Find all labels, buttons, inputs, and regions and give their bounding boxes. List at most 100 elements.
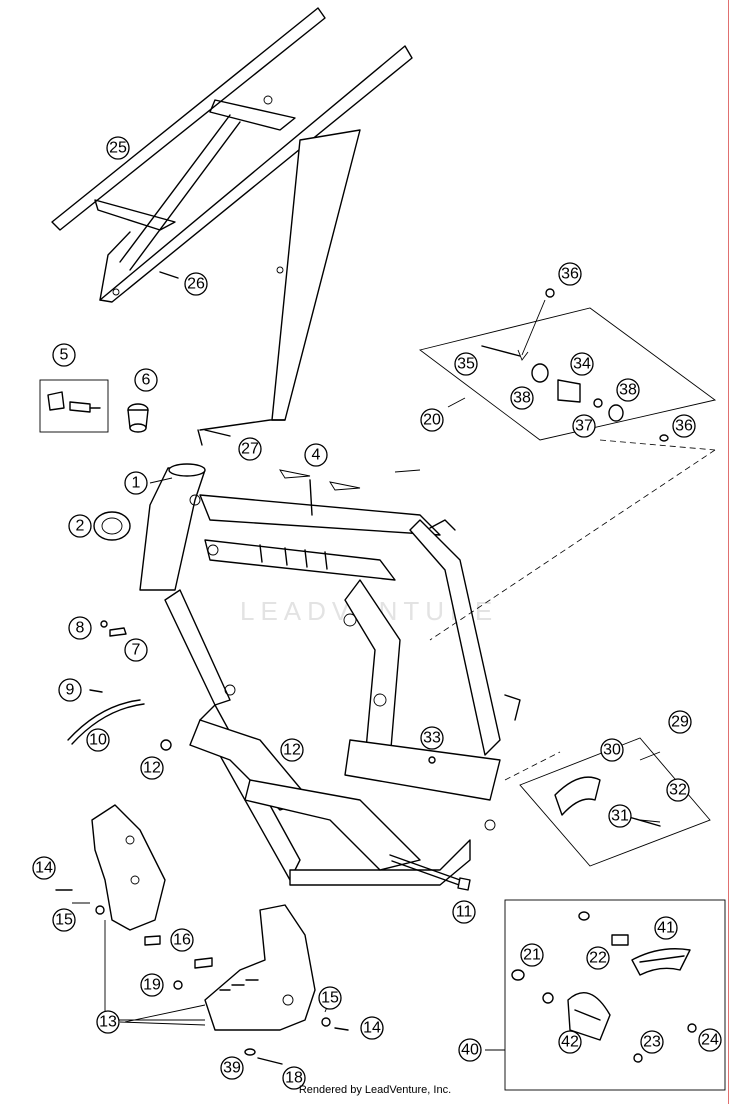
callout-34: 34 [570,352,594,376]
callout-29: 29 [668,710,692,734]
callout-42: 42 [558,1030,582,1054]
callout-8: 8 [68,616,92,640]
lock-5-part [39,379,109,433]
callout-40: 40 [458,1038,482,1062]
callout-16-label: 16 [173,932,191,949]
callout-22-label: 22 [589,950,607,967]
callout-1: 1 [124,471,148,495]
callout-1-label: 1 [132,475,141,492]
callout-7-label: 7 [132,642,141,659]
leader-20-frame [429,449,716,641]
callout-31: 31 [608,804,632,828]
guard-hardware-part [55,889,349,1065]
callout-19-label: 19 [143,977,161,994]
callout-19: 19 [140,973,164,997]
callout-40-label: 40 [461,1042,479,1059]
frame-protector-2-part [93,511,131,541]
callout-13: 13 [96,1010,120,1034]
callout-11: 11 [452,900,476,924]
callout-38-left-label: 38 [513,390,531,407]
washer-33-part [428,756,436,764]
callout-8-label: 8 [76,620,85,637]
callout-26-label: 26 [187,276,205,293]
callout-38-left: 38 [510,386,534,410]
callout-20: 20 [420,408,444,432]
callout-31-label: 31 [611,808,629,825]
callout-41-label: 41 [657,920,675,937]
callout-5-label: 5 [60,347,69,364]
decal-4-part [279,469,361,491]
long-bolt-11-part [389,854,471,891]
main-frame-part [139,463,521,886]
callout-25-label: 25 [109,140,127,157]
callout-21-label: 21 [523,947,541,964]
callout-37: 37 [572,414,596,438]
callout-15-right-label: 15 [321,990,339,1007]
callout-20-label: 20 [423,412,441,429]
callout-25: 25 [106,136,130,160]
callout-10: 10 [86,728,110,752]
callout-10-label: 10 [89,732,107,749]
frame-guard-left-part [91,804,166,931]
callout-12-center: 12 [280,738,304,762]
callout-18: 18 [282,1066,306,1090]
callout-14-left: 14 [32,856,56,880]
callout-14-right-label: 14 [363,1020,381,1037]
callout-35-label: 35 [457,356,475,373]
callout-16: 16 [170,928,194,952]
callout-12-left-label: 12 [143,760,161,777]
callout-18-label: 18 [285,1070,303,1087]
callout-21: 21 [520,943,544,967]
callout-7: 7 [124,638,148,662]
callout-42-label: 42 [561,1034,579,1051]
knob-6-part [127,403,149,433]
callout-27: 27 [238,437,262,461]
callout-26: 26 [184,272,208,296]
callout-39: 39 [220,1056,244,1080]
callout-36-top-label: 36 [561,266,579,283]
callout-23-label: 23 [643,1034,661,1051]
callout-15-left-label: 15 [55,912,73,929]
eccentric-kit-20-box [418,288,717,442]
leader-29-frame [504,751,561,781]
callout-41: 41 [654,916,678,940]
callout-33-label: 33 [423,730,441,747]
callout-34-label: 34 [573,356,591,373]
callout-24: 24 [698,1028,722,1052]
callout-12-center-label: 12 [283,742,301,759]
callout-30: 30 [600,738,624,762]
callout-24-label: 24 [701,1032,719,1049]
callout-5: 5 [52,343,76,367]
subframe-part [51,7,413,446]
callout-30-label: 30 [603,742,621,759]
callout-36-bottom-label: 36 [675,418,693,435]
callout-2-label: 2 [76,518,85,535]
leader-20-frame-b [599,439,716,451]
callout-14-right: 14 [360,1016,384,1040]
callout-32: 32 [666,778,690,802]
frame-guard-right-part [204,904,316,1031]
callout-6: 6 [134,368,158,392]
callout-29-label: 29 [671,714,689,731]
footer-credit: Rendered by LeadVenture, Inc. [298,1084,452,1096]
callout-2: 2 [68,514,92,538]
callout-4: 4 [304,443,328,467]
callout-36-bottom: 36 [672,414,696,438]
callout-33: 33 [420,726,444,750]
callout-36-top: 36 [558,262,582,286]
cable-9-10-part [67,689,145,745]
callout-13-label: 13 [99,1014,117,1031]
callout-22: 22 [586,946,610,970]
callout-38-right: 38 [616,378,640,402]
callout-9-label: 9 [66,682,75,699]
bolt-26-part [159,271,179,279]
callout-37-label: 37 [575,418,593,435]
callout-9: 9 [58,678,82,702]
callout-15-left: 15 [52,908,76,932]
bolt-7-8-part [100,620,127,637]
callout-27-label: 27 [241,441,259,458]
footrest-40-box [504,899,726,1091]
callout-15-right: 15 [318,986,342,1010]
callout-12-left: 12 [140,756,164,780]
